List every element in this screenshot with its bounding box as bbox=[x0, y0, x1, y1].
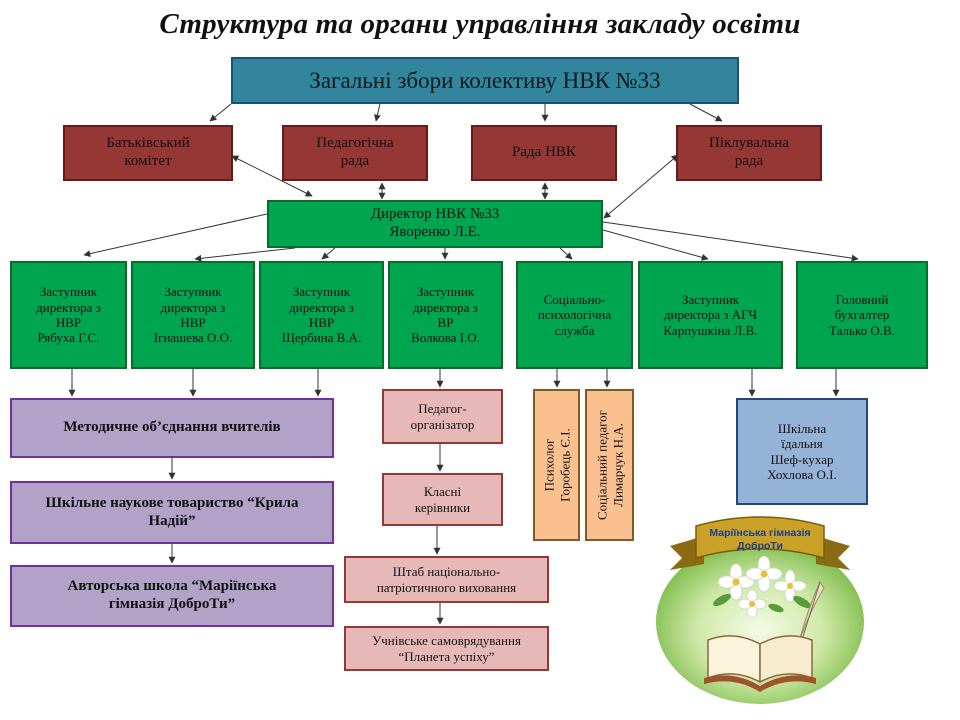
methodical-union-box[interactable]: Методичне об’єднання вчителів bbox=[10, 398, 334, 458]
arrow-director-deputy1 bbox=[83, 213, 268, 258]
leaves-icon bbox=[713, 593, 811, 613]
pedagogue-organizer-label: Педагог- організатор bbox=[410, 401, 475, 432]
science-society-label: Шкільне наукове товариство “Крила Надій” bbox=[45, 494, 299, 529]
psych-service-label: Соціально- психологічна служба bbox=[537, 292, 612, 338]
class-teachers-label: Класні керівники bbox=[414, 484, 471, 515]
jasmine-flowers-icon bbox=[717, 555, 807, 619]
general-assembly-label: Загальні збори колективу НВК №33 bbox=[309, 67, 661, 93]
deputy-box-1[interactable]: Заступник директора з НВР Рябуха Г.С. bbox=[10, 261, 127, 369]
author-school-box[interactable]: Авторська школа “Маріїнська гімназія Доб… bbox=[10, 565, 334, 627]
arrow-director-deputy3 bbox=[321, 247, 336, 260]
school-council-label: Рада НВК bbox=[512, 144, 576, 161]
psychologist-box[interactable]: Психолог Горобець Є.І. bbox=[533, 389, 580, 541]
arrow-director-psych bbox=[559, 247, 573, 260]
ribbon-text-line2: ДоброТи bbox=[737, 540, 783, 552]
chief-accountant-label: Головний бухгалтер Талько О.В. bbox=[829, 292, 895, 338]
general-assembly-box[interactable]: Загальні збори колективу НВК №33 bbox=[231, 57, 739, 104]
arrow-director-agch bbox=[602, 229, 709, 261]
deputy-box-4[interactable]: Заступник директора з ВР Волкова І.О. bbox=[388, 261, 503, 369]
gymnasium-logo: Маріїнська гімназія ДоброТи bbox=[656, 516, 864, 704]
parents-committee-box[interactable]: Батьківський комітет bbox=[63, 125, 233, 181]
deputy-box-3[interactable]: Заступник директора з НВР Щербина В.А. bbox=[259, 261, 384, 369]
deputy-label-4: Заступник директора з ВР Волкова І.О. bbox=[411, 284, 480, 346]
ribbon-banner bbox=[695, 516, 825, 559]
methodical-union-label: Методичне об’єднання вчителів bbox=[63, 419, 281, 436]
school-council-box[interactable]: Рада НВК bbox=[471, 125, 617, 181]
board-of-trustees-box[interactable]: Піклувальна рада bbox=[676, 125, 822, 181]
deputy-box-agch[interactable]: Заступник директора з АГЧ Карпушкіна Л.В… bbox=[638, 261, 783, 369]
arrow-trustees-director bbox=[603, 154, 679, 219]
psych-service-box[interactable]: Соціально- психологічна служба bbox=[516, 261, 633, 369]
parents-committee-label: Батьківський комітет bbox=[106, 135, 190, 169]
deputy-box-2[interactable]: Заступник директора з НВР Ігнашева О.О. bbox=[131, 261, 255, 369]
student-government-label: Учнівське самоврядування “Планета успіху… bbox=[372, 633, 521, 664]
chief-accountant-box[interactable]: Головний бухгалтер Талько О.В. bbox=[796, 261, 928, 369]
book-cover bbox=[704, 675, 816, 692]
social-pedagogue-box[interactable]: Соціальний педагог Лимарчук Н.А. bbox=[585, 389, 634, 541]
student-government-box[interactable]: Учнівське самоврядування “Планета успіху… bbox=[344, 626, 549, 671]
patriotic-hq-box[interactable]: Штаб національно- патріотичного вихованн… bbox=[344, 556, 549, 603]
board-of-trustees-label: Піклувальна рада bbox=[709, 135, 789, 169]
arrow-assembly-parents bbox=[209, 103, 232, 122]
arrow-assembly-pedcouncil bbox=[374, 103, 381, 122]
arrow-director-accountant bbox=[602, 221, 859, 262]
arrow-assembly-trustees bbox=[689, 103, 723, 122]
author-school-label: Авторська школа “Маріїнська гімназія Доб… bbox=[67, 578, 277, 612]
ribbon-text-line1: Маріїнська гімназія bbox=[709, 527, 810, 539]
deputy-label-agch: Заступник директора з АГЧ Карпушкіна Л.В… bbox=[663, 292, 758, 338]
science-society-box[interactable]: Шкільне наукове товариство “Крила Надій” bbox=[10, 481, 334, 544]
pedagogical-council-label: Педагогічна рада bbox=[316, 135, 394, 169]
arrow-director-deputy2 bbox=[194, 247, 296, 262]
arrow-parents-director bbox=[231, 155, 313, 197]
deputy-label-1: Заступник директора з НВР Рябуха Г.С. bbox=[36, 284, 101, 346]
school-canteen-label: Шкільна їдальня Шеф-кухар Хохлова О.І. bbox=[767, 420, 837, 482]
patriotic-hq-label: Штаб національно- патріотичного вихованн… bbox=[376, 564, 517, 595]
deputy-label-3: Заступник директора з НВР Щербина В.А. bbox=[281, 284, 362, 346]
pedagogue-organizer-box[interactable]: Педагог- організатор bbox=[382, 389, 503, 444]
class-teachers-box[interactable]: Класні керівники bbox=[382, 473, 503, 526]
director-box[interactable]: Директор НВК №33 Яворенко Л.Е. bbox=[267, 200, 603, 248]
school-canteen-box[interactable]: Шкільна їдальня Шеф-кухар Хохлова О.І. bbox=[736, 398, 868, 505]
page-title: Структура та органи управління закладу о… bbox=[159, 8, 801, 40]
deputy-label-2: Заступник директора з НВР Ігнашева О.О. bbox=[153, 284, 233, 346]
director-label: Директор НВК №33 Яворенко Л.Е. bbox=[370, 206, 500, 240]
